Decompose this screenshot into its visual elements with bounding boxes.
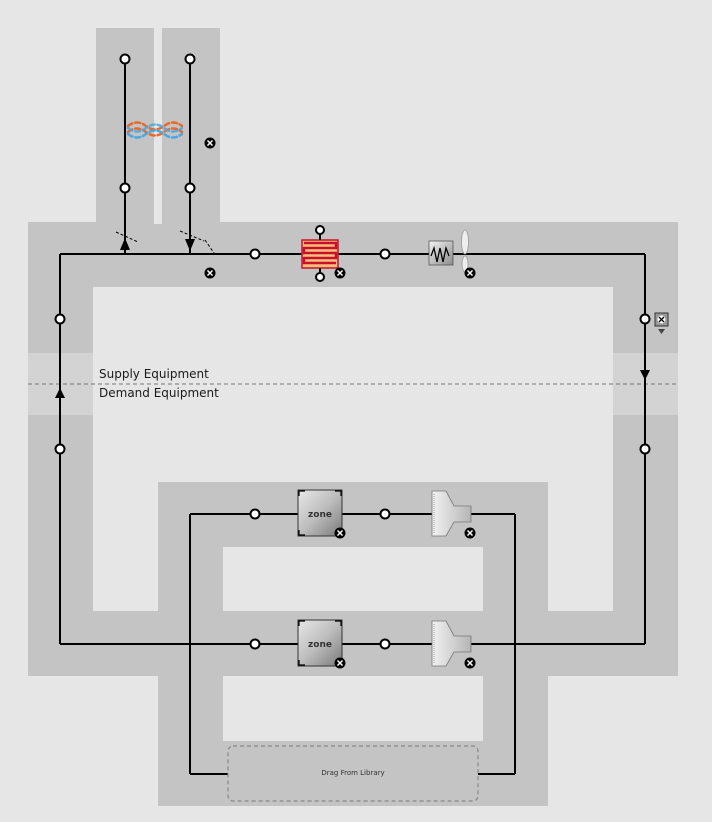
remove-icon[interactable] [204, 137, 476, 669]
demand-equipment-label: Demand Equipment [99, 386, 219, 400]
flow-arrow-icon [55, 238, 650, 398]
zone-icon[interactable] [297, 489, 343, 537]
terminal-unit-icon[interactable] [431, 490, 472, 537]
drop-zone-label: Drag From Library [321, 769, 385, 777]
heating-coil-icon[interactable] [301, 234, 339, 273]
node-set[interactable] [54, 53, 651, 650]
drop-zone[interactable] [227, 745, 479, 802]
zone-label: zone [308, 640, 332, 650]
terminal-unit-icon[interactable] [431, 620, 472, 667]
cooling-tower-icon[interactable] [126, 121, 184, 139]
zone-label: zone [308, 510, 332, 520]
setpoint-manager-icon[interactable] [654, 312, 669, 334]
zone-icon[interactable] [297, 619, 343, 667]
connector-markers [115, 230, 217, 257]
supply-equipment-label: Supply Equipment [99, 367, 209, 381]
fan-icon[interactable] [428, 229, 469, 273]
